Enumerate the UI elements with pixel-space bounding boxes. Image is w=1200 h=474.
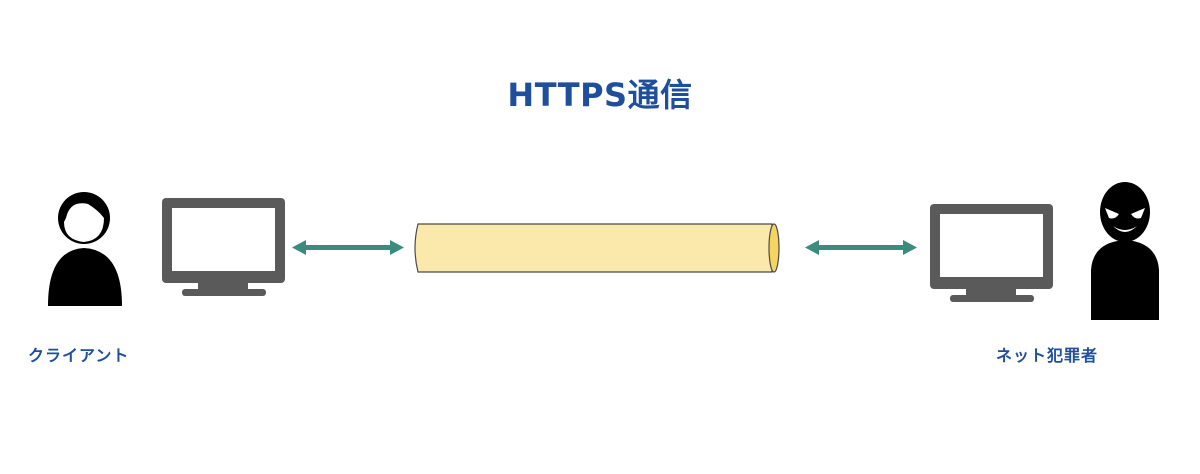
attacker-label: ネット犯罪者	[996, 346, 1099, 365]
diagram-title: HTTPS通信	[507, 76, 693, 114]
client-label: クライアント	[28, 346, 130, 365]
bidirectional-arrow-icon	[292, 240, 404, 255]
hacker-icon	[1091, 182, 1159, 320]
person-icon	[48, 192, 122, 306]
attacker-monitor-icon	[930, 204, 1053, 302]
encrypted-tunnel-icon	[414, 223, 780, 273]
bidirectional-arrow-icon-right	[805, 240, 917, 255]
client-monitor-icon	[162, 198, 285, 296]
